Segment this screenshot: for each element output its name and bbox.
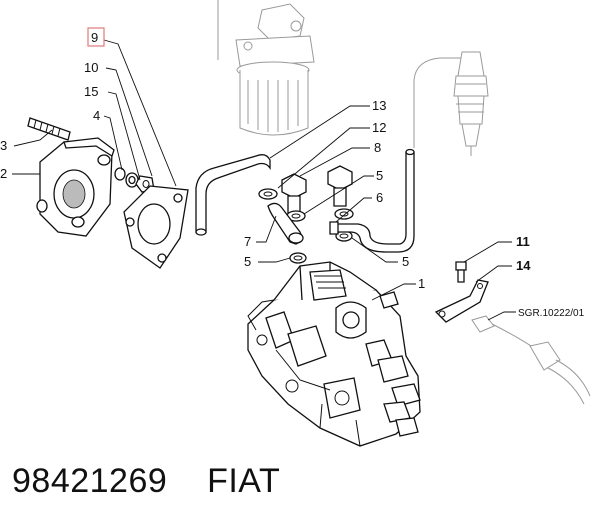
part-injection-pump bbox=[247, 261, 421, 447]
injector-ghost bbox=[413, 51, 489, 156]
callout-8: 8 bbox=[374, 140, 381, 155]
part-bracket bbox=[434, 261, 489, 323]
callout-7: 7 bbox=[244, 234, 251, 249]
callout-9-box bbox=[87, 27, 105, 47]
callout-15: 15 bbox=[84, 84, 98, 99]
callout-9: 9 bbox=[91, 30, 98, 45]
callout-1: 1 bbox=[418, 276, 425, 291]
callout-14: 14 bbox=[516, 258, 531, 273]
part-union-fitting bbox=[267, 202, 304, 245]
throttle-cable-ghost bbox=[471, 315, 591, 405]
part-gasket bbox=[123, 185, 189, 269]
part-injector-pipe bbox=[329, 148, 415, 253]
part-sealing-washers bbox=[258, 188, 354, 264]
callout-3: 3 bbox=[0, 138, 7, 153]
callout-12: 12 bbox=[372, 120, 386, 135]
callout-4: 4 bbox=[93, 108, 100, 123]
callout-2: 2 bbox=[0, 166, 7, 181]
brand-name: FIAT bbox=[207, 462, 281, 500]
callout-10: 10 bbox=[84, 60, 98, 75]
part-hose bbox=[195, 154, 271, 236]
callout-13: 13 bbox=[372, 98, 386, 113]
footer-caption: 98421269 FIAT bbox=[12, 462, 280, 501]
callout-11: 11 bbox=[516, 234, 530, 249]
part-washers bbox=[114, 167, 155, 193]
leader-lines bbox=[12, 39, 516, 321]
callout-5-top: 5 bbox=[376, 168, 383, 183]
fuel-filter-ghost bbox=[217, 0, 315, 136]
part-flange bbox=[36, 137, 115, 237]
reference-code: SGR.10222/01 bbox=[518, 308, 585, 319]
callout-5-left: 5 bbox=[244, 254, 251, 269]
callout-6: 6 bbox=[376, 190, 383, 205]
part-stud bbox=[27, 117, 71, 141]
callout-5-right: 5 bbox=[402, 254, 409, 269]
part-number: 98421269 bbox=[12, 462, 168, 500]
